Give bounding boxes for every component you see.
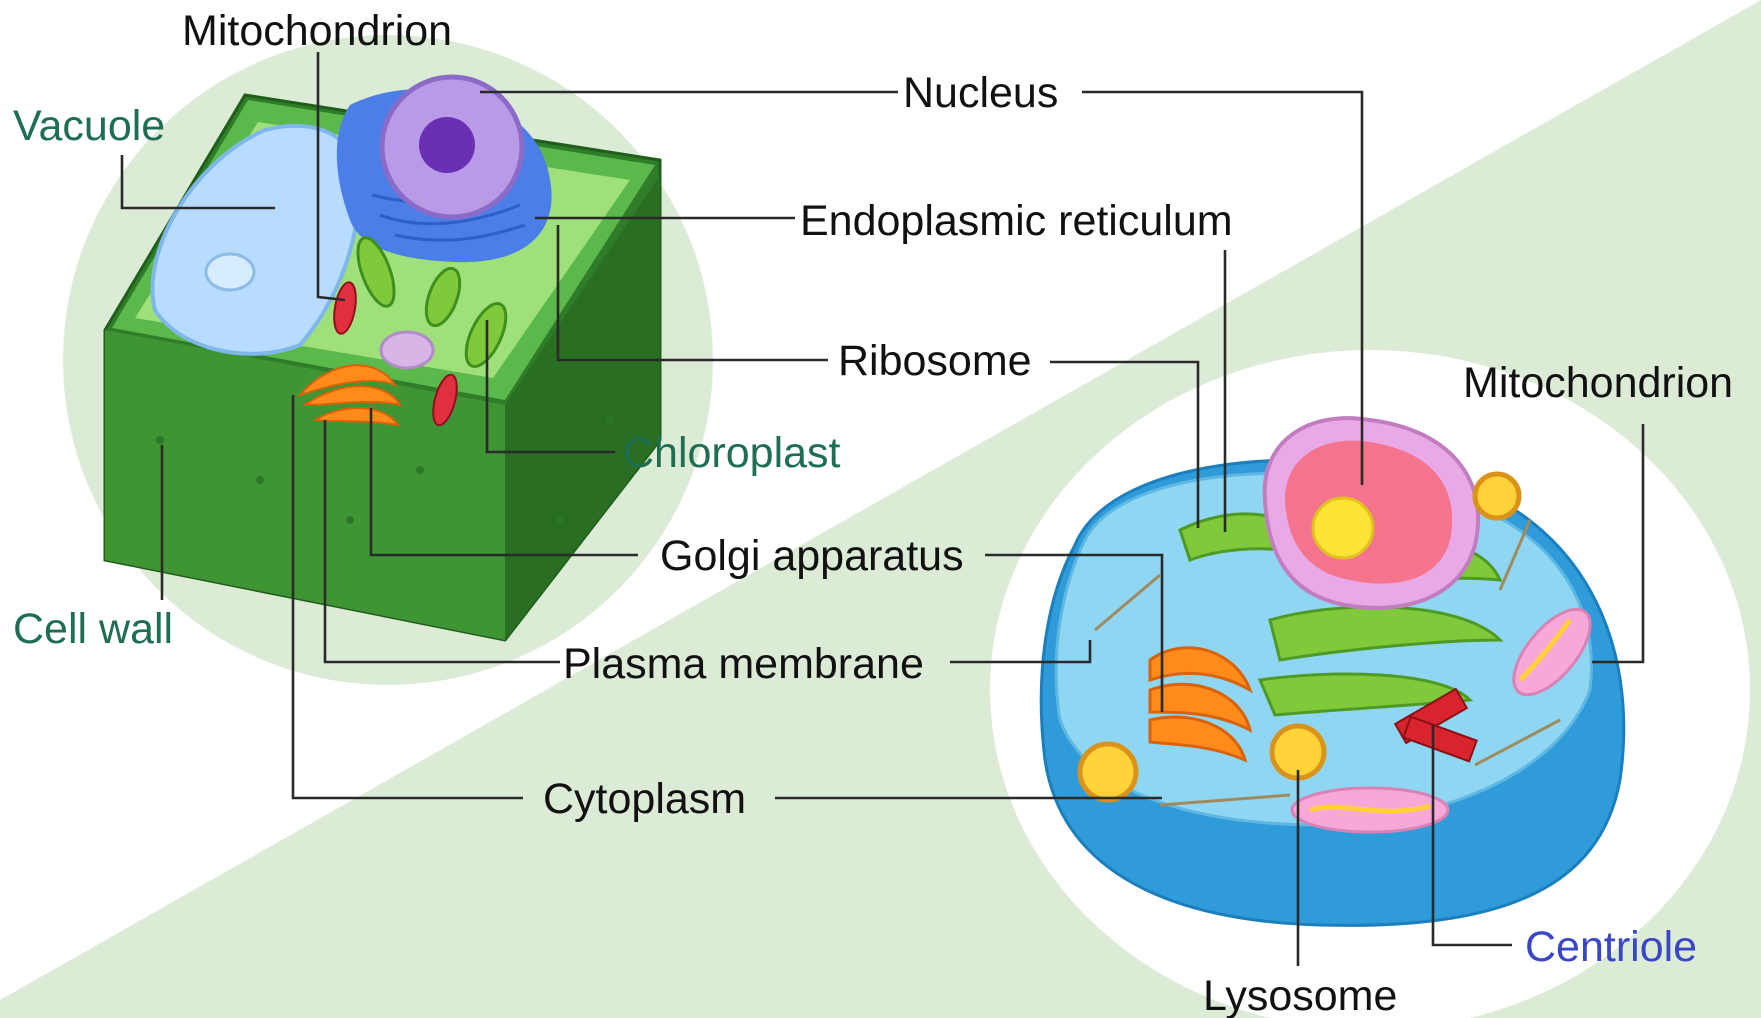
label-mitochondrion-animal: Mitochondrion [1463, 362, 1733, 405]
label-cell-wall: Cell wall [13, 608, 173, 651]
label-centriole: Centriole [1525, 926, 1697, 969]
label-golgi-apparatus: Golgi apparatus [660, 535, 964, 578]
label-endoplasmic-reticulum: Endoplasmic reticulum [800, 200, 1233, 243]
label-cytoplasm: Cytoplasm [543, 778, 746, 821]
label-vacuole: Vacuole [13, 105, 165, 148]
label-ribosome: Ribosome [838, 340, 1032, 383]
label-mitochondrion-plant: Mitochondrion [182, 10, 452, 53]
label-plasma-membrane: Plasma membrane [563, 643, 924, 686]
label-lysosome: Lysosome [1203, 975, 1397, 1018]
label-nucleus: Nucleus [903, 72, 1058, 115]
label-chloroplast: Chloroplast [623, 432, 841, 475]
